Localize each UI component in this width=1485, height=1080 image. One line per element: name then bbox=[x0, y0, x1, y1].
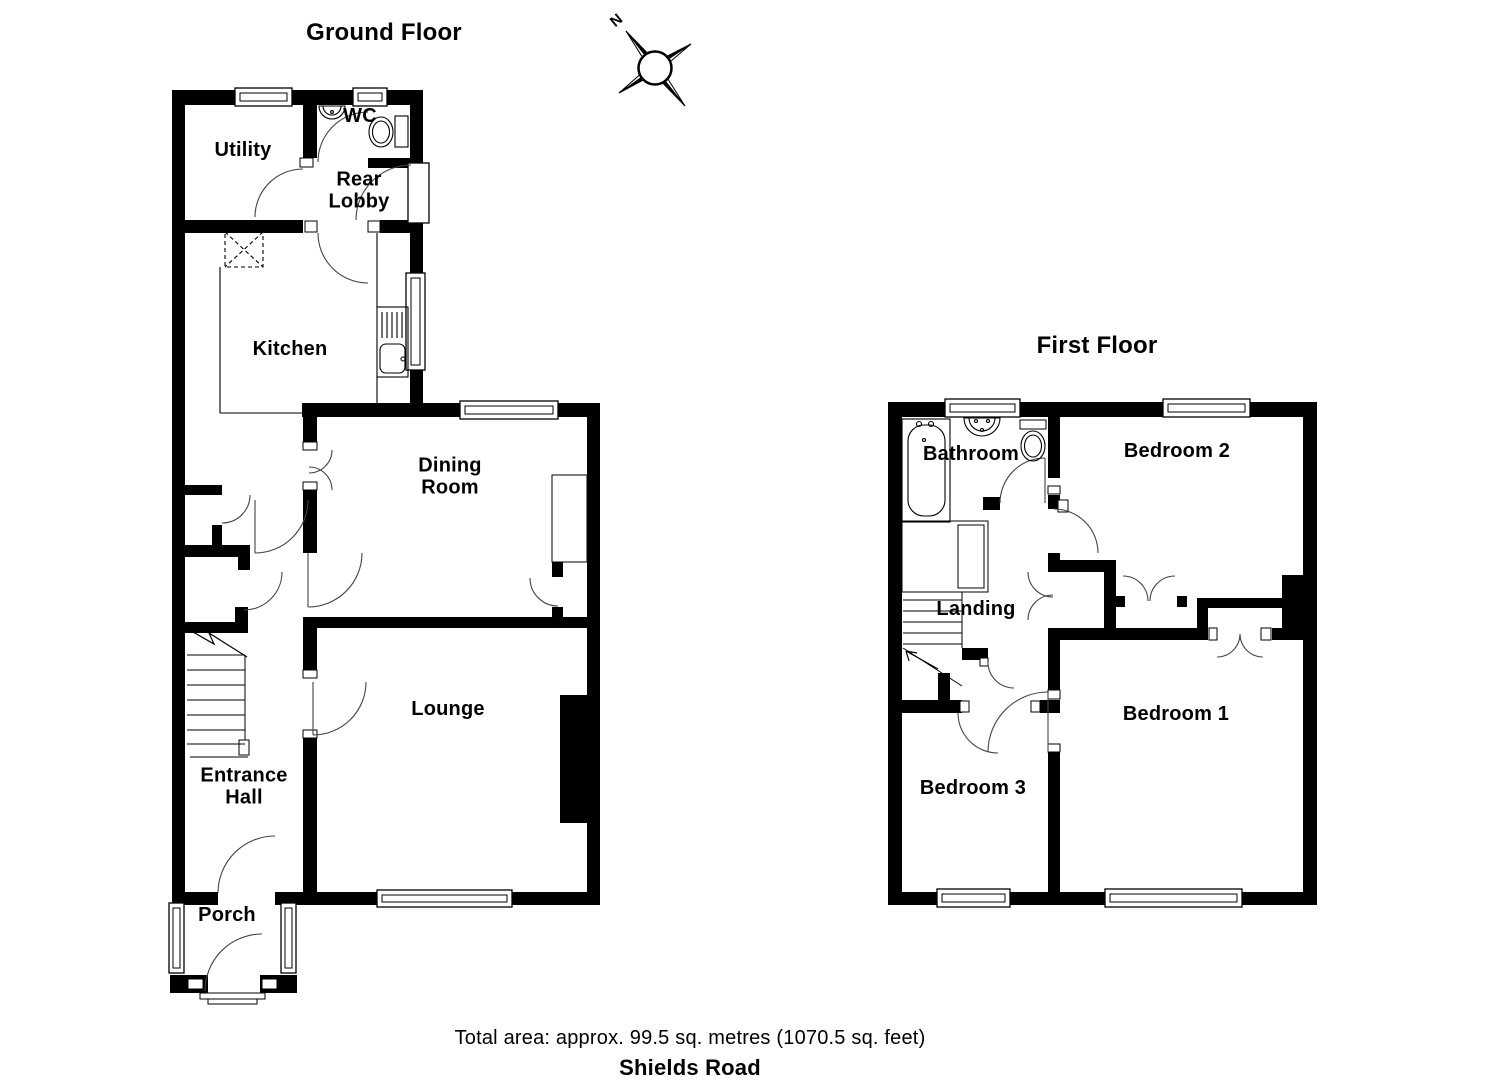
kitchen-dining-door-arc-a bbox=[308, 449, 333, 474]
kitchen-counter bbox=[219, 233, 378, 414]
bedroom2-chimney-breast bbox=[1282, 575, 1317, 640]
bedroom3-window bbox=[936, 888, 1011, 908]
bedroom1-door-arc bbox=[987, 691, 1049, 753]
room-label-utility: Utility bbox=[214, 139, 272, 162]
room-label-bathroom: Bathroom bbox=[922, 443, 1020, 466]
ff-stairs bbox=[901, 520, 989, 687]
kitchen-hall-door-arc bbox=[254, 499, 309, 554]
lounge-window bbox=[376, 889, 513, 908]
ff-fixtures bbox=[901, 417, 1047, 687]
kitchen-window bbox=[405, 272, 426, 371]
room-label-lounge: Lounge bbox=[411, 698, 485, 721]
bathroom-window bbox=[944, 398, 1021, 418]
back-door-arc bbox=[355, 164, 412, 221]
bathroom-basin-icon bbox=[963, 417, 1001, 437]
wc-toilet-icon bbox=[368, 115, 409, 148]
bathroom-door-arc bbox=[999, 457, 1046, 504]
first-floor-plan bbox=[888, 398, 1317, 908]
total-area-text: Total area: approx. 99.5 sq. metres (107… bbox=[454, 1027, 926, 1050]
room-label-bedroom-3: Bedroom 3 bbox=[919, 777, 1027, 800]
dining-store-cupboard bbox=[551, 474, 588, 563]
room-label-wc: WC bbox=[343, 105, 377, 128]
bedroom2-door-arc bbox=[1053, 508, 1099, 554]
kitchen-dining-door-arc-b bbox=[308, 466, 333, 491]
porch-left-window bbox=[168, 902, 185, 974]
bedroom1-window bbox=[1104, 888, 1243, 908]
ff-doors bbox=[957, 457, 1264, 754]
room-label-porch: Porch bbox=[198, 904, 256, 927]
room-label-dining-room: Dining Room bbox=[418, 454, 482, 498]
wc-door-arc bbox=[317, 111, 369, 163]
rear-lobby-kitchen-door-arc bbox=[317, 232, 369, 284]
gf-door-jambs bbox=[187, 157, 381, 990]
room-label-rear-lobby: Rear Lobby bbox=[328, 168, 390, 212]
porch-right-window bbox=[280, 902, 297, 974]
room-label-entrance-hall: Entrance Hall bbox=[200, 764, 288, 808]
bedroom1-cupboard-door-arc-b bbox=[1239, 633, 1264, 658]
bedroom2-wardrobe-door-arc-b bbox=[1149, 575, 1176, 602]
utility-door-arc bbox=[254, 168, 304, 218]
hall-cupboard-door-arc-b bbox=[243, 571, 283, 611]
north-compass-icon bbox=[618, 30, 692, 107]
ff-door-jambs bbox=[959, 485, 1272, 753]
linen-cupboard-door-arc-b bbox=[1027, 594, 1054, 621]
bedroom1-cupboard-door-arc-a bbox=[1216, 633, 1241, 658]
wc-basin-icon bbox=[318, 105, 346, 120]
utility-window bbox=[234, 87, 293, 107]
bathroom-toilet-icon bbox=[1019, 419, 1047, 462]
gf-doors bbox=[204, 111, 559, 992]
ground-floor-plan bbox=[168, 87, 600, 1005]
lounge-chimney-breast bbox=[560, 695, 597, 823]
porch-step bbox=[199, 992, 266, 1005]
wc-window bbox=[352, 87, 388, 107]
room-label-landing: Landing bbox=[936, 598, 1016, 621]
room-label-kitchen: Kitchen bbox=[252, 338, 328, 361]
gf-stairs bbox=[185, 627, 250, 758]
dining-cupboard-door-arc bbox=[529, 577, 559, 607]
bath-icon bbox=[901, 418, 951, 523]
lounge-door-arc bbox=[312, 681, 367, 736]
ff-walls bbox=[888, 402, 1317, 905]
kitchen-sink-icon bbox=[376, 306, 409, 378]
gf-walls bbox=[170, 90, 600, 993]
dining-window bbox=[459, 400, 559, 420]
appliance-space bbox=[224, 231, 264, 268]
stair-top-door-arc bbox=[987, 661, 1015, 689]
ground-floor-title: Ground Floor bbox=[306, 19, 462, 47]
linen-cupboard-door-arc-a bbox=[1027, 571, 1054, 598]
rear-door-panel bbox=[407, 162, 430, 224]
room-label-bedroom-1: Bedroom 1 bbox=[1122, 703, 1230, 726]
room-label-bedroom-2: Bedroom 2 bbox=[1123, 440, 1231, 463]
street-name-text: Shields Road bbox=[619, 1055, 761, 1080]
gf-windows bbox=[168, 87, 559, 974]
bedroom2-window bbox=[1162, 398, 1251, 418]
front-door-arc bbox=[217, 835, 276, 894]
hall-dining-door-arc bbox=[307, 552, 363, 608]
porch-door-arc bbox=[204, 933, 263, 992]
bedroom3-door-arc bbox=[957, 712, 999, 754]
ff-windows bbox=[936, 398, 1251, 908]
first-floor-title: First Floor bbox=[1036, 332, 1158, 360]
hall-cupboard-door-arc-a bbox=[221, 494, 251, 524]
gf-fixtures bbox=[185, 105, 588, 1005]
bedroom2-wardrobe-door-arc-a bbox=[1122, 575, 1149, 602]
